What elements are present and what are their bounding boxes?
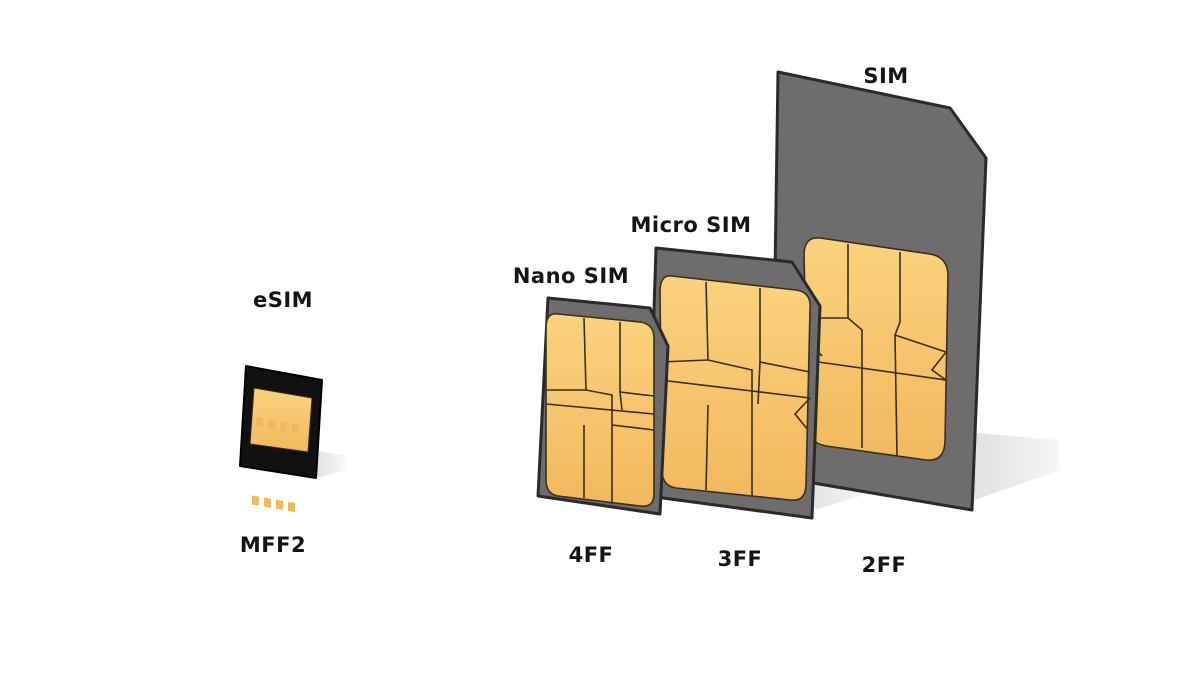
esim-pin bbox=[276, 499, 283, 510]
esim-mff2-chip bbox=[239, 365, 323, 513]
micro-sim-name-label: Micro SIM bbox=[630, 213, 752, 237]
sim-code-label: 2FF bbox=[861, 553, 907, 577]
sim-name-label: SIM bbox=[863, 64, 909, 88]
nano-sim-name-label: Nano SIM bbox=[512, 264, 630, 288]
nano-sim-4ff-card bbox=[536, 296, 670, 516]
micro-sim-3ff-chip bbox=[659, 275, 812, 502]
esim-pin bbox=[268, 419, 275, 430]
esim-code-label: MFF2 bbox=[239, 533, 307, 557]
micro-sim-3ff-card bbox=[646, 246, 822, 520]
esim-pin bbox=[292, 423, 299, 434]
esim-pin bbox=[280, 421, 287, 432]
esim-name-label: eSIM bbox=[252, 288, 314, 312]
esim-pin bbox=[288, 501, 295, 513]
nano-sim-code-label: 4FF bbox=[568, 543, 614, 567]
nano-sim-4ff-chip bbox=[545, 312, 655, 508]
esim-shadow bbox=[310, 450, 345, 478]
esim-pin bbox=[264, 497, 271, 508]
esim-pin bbox=[256, 417, 263, 428]
esim-pin bbox=[252, 495, 259, 506]
sim-2ff-card bbox=[770, 70, 988, 512]
micro-sim-code-label: 3FF bbox=[717, 547, 763, 571]
sim-2ff-chip bbox=[803, 237, 949, 461]
